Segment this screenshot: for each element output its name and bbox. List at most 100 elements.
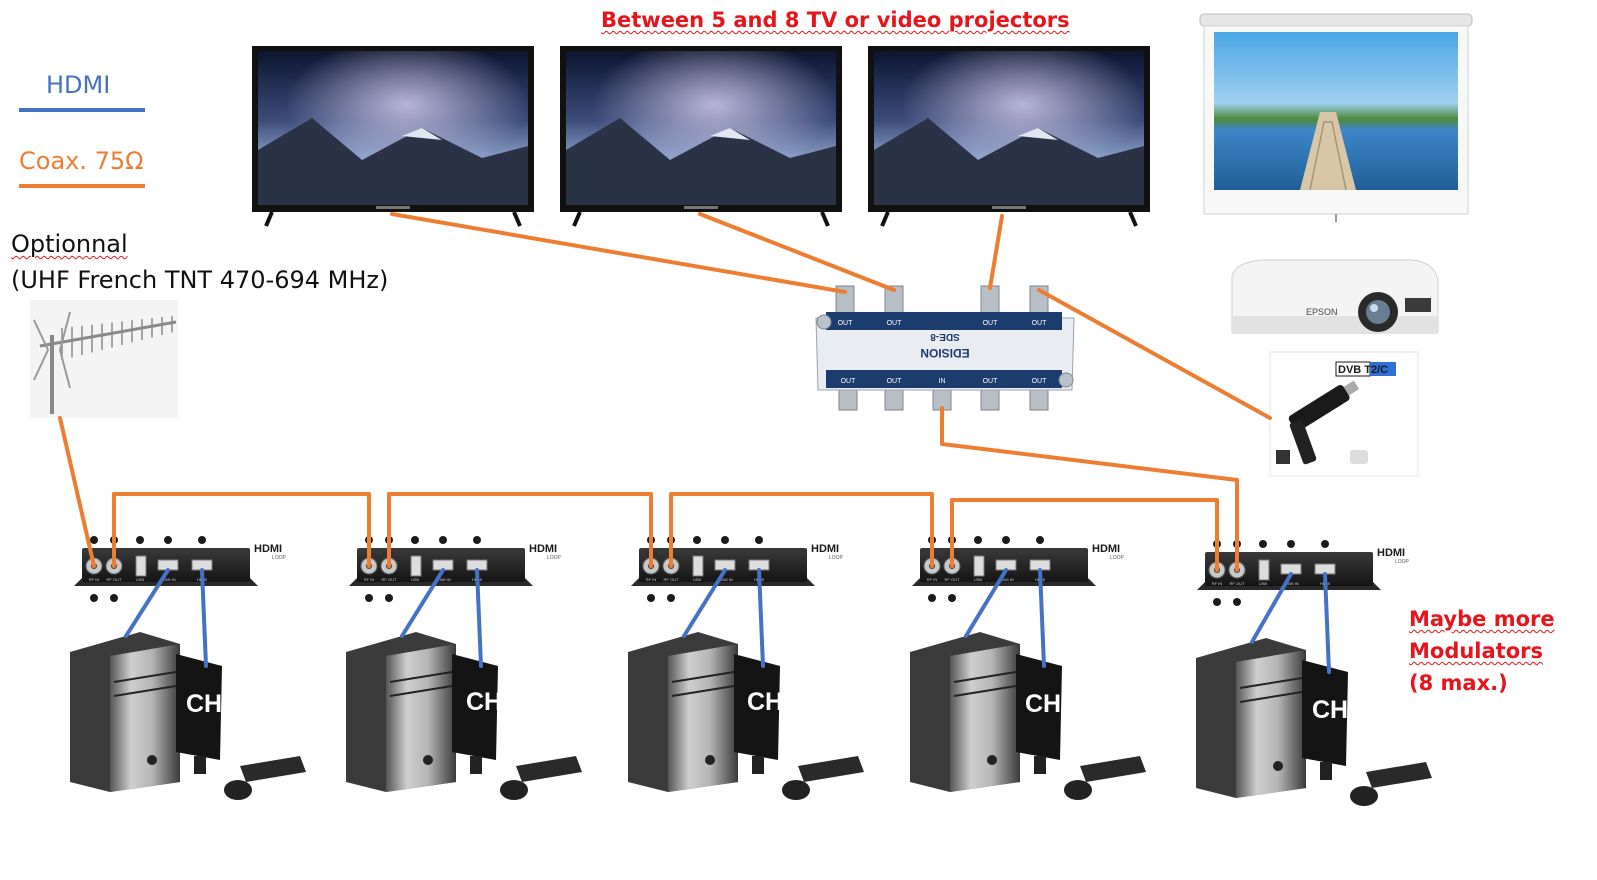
port-caption: RF IN	[927, 577, 938, 582]
projection-screen	[1199, 13, 1473, 222]
port-caption: HDMI IN	[435, 577, 450, 582]
hdmi-cable	[1323, 572, 1331, 674]
channel-label-1: CH.1	[186, 690, 243, 718]
port-number	[1259, 540, 1267, 548]
antenna-caption: Optionnal (UHF French TNT 470-694 MHz)	[11, 226, 388, 298]
port-caption: RF IN	[364, 577, 375, 582]
port-caption: HDMI IN	[160, 577, 175, 582]
port-number	[693, 536, 701, 544]
tv-logo	[684, 206, 718, 209]
port-caption: HDMI IN	[1283, 581, 1298, 586]
coax-cable	[988, 214, 1004, 290]
splitter-port	[1029, 387, 1049, 411]
channel-label-3: CH.3	[747, 688, 804, 716]
port-number	[755, 536, 763, 544]
pc-monitor	[176, 654, 222, 760]
port-number	[439, 536, 447, 544]
port-caption: HDMI IN	[998, 577, 1013, 582]
tv-mountains	[566, 118, 836, 205]
pc-drive-bay	[953, 685, 1017, 697]
legend-hdmi-label: HDMI	[46, 71, 111, 99]
splitter-model: SDE-8	[930, 331, 960, 342]
antenna-caption-line2: (UHF French TNT 470-694 MHz)	[11, 266, 389, 294]
television-1	[252, 46, 534, 227]
coax-cables	[58, 212, 1272, 572]
splitter-out-label: OUT	[841, 378, 857, 385]
tv-mountains	[258, 118, 528, 205]
splitter-out-label: OUT	[887, 378, 903, 385]
coax-cable	[698, 212, 896, 292]
diagram-title: Between 5 and 8 TV or video projectors	[601, 8, 1070, 32]
port-caption: RF IN	[89, 577, 100, 582]
pc-mouse	[500, 780, 528, 800]
port-caption: USB	[411, 577, 420, 582]
hdmi-cables	[124, 568, 1331, 674]
port-caption: USB	[974, 577, 983, 582]
hdmi-cable	[1250, 572, 1293, 644]
usb-port	[1258, 559, 1270, 581]
port-number	[198, 536, 206, 544]
tv-feet	[572, 211, 830, 227]
coax-cable	[950, 498, 1219, 572]
pc-keyboard	[1366, 762, 1432, 788]
pc-tower-front	[110, 644, 180, 792]
port-number	[948, 594, 956, 602]
port-number	[1036, 536, 1044, 544]
pc-monitor	[734, 654, 780, 760]
pc-mouse	[1064, 780, 1092, 800]
hdmi-loop-logo: HDMI	[1377, 547, 1405, 559]
coax-cable	[58, 416, 96, 568]
hdmi-loop-logo: HDMI	[254, 543, 282, 555]
port-number	[667, 594, 675, 602]
splitter-port	[838, 387, 858, 411]
hdmi-loop-sub: LOOP	[547, 555, 562, 561]
splitter-out-label: OUT	[983, 378, 999, 385]
dvb-dongle: DVB T2/C	[1269, 351, 1419, 477]
channel-label-5: CH.5	[1312, 696, 1369, 724]
television-2	[560, 46, 842, 227]
splitter-brand: EDISION	[920, 346, 969, 360]
projector-brand: EPSON	[1306, 307, 1338, 317]
hdmi-loop-sub: LOOP	[829, 555, 844, 561]
pc-monitor-stand	[194, 756, 206, 774]
usb-port	[973, 555, 985, 577]
pc-keyboard	[1080, 756, 1146, 782]
legend-coax-label: Coax. 75Ω	[19, 147, 144, 175]
more-modulators-note: Maybe more Modulators (8 max.)	[1409, 603, 1555, 699]
pc-tower-front	[386, 644, 456, 792]
pc-power-button	[423, 755, 433, 765]
pc-power-button	[1273, 761, 1283, 771]
port-number	[1287, 540, 1295, 548]
antenna-caption-line1: Optionnal	[11, 230, 128, 258]
pc-drive-bay	[1239, 691, 1303, 703]
port-number	[974, 536, 982, 544]
coax-cable	[940, 406, 1239, 572]
tv-logo	[376, 206, 410, 209]
pc-monitor	[1302, 660, 1348, 766]
coax-cable	[1037, 288, 1272, 420]
note-line1: Maybe more	[1409, 607, 1555, 631]
pc-drive-bay	[671, 685, 735, 697]
port-number	[1321, 540, 1329, 548]
hdmi-cable	[475, 568, 483, 668]
coax-cable	[387, 492, 653, 568]
channel-label-4: CH.4	[1025, 690, 1082, 718]
pc-tower-front	[668, 644, 738, 792]
splitter-out-label: OUT	[1032, 320, 1048, 327]
hdmi-loop-logo: HDMI	[529, 543, 557, 555]
port-caption: RF OUT	[1230, 581, 1245, 586]
usb-port	[410, 555, 422, 577]
channel-label-2: CH.2	[466, 688, 523, 716]
pc-power-button	[987, 755, 997, 765]
coax-cable	[390, 212, 847, 294]
port-caption: RF OUT	[382, 577, 397, 582]
pc-keyboard	[240, 756, 306, 782]
port-number	[365, 594, 373, 602]
pc-drive-bay	[389, 671, 453, 683]
pc-monitor-stand	[1034, 756, 1046, 774]
